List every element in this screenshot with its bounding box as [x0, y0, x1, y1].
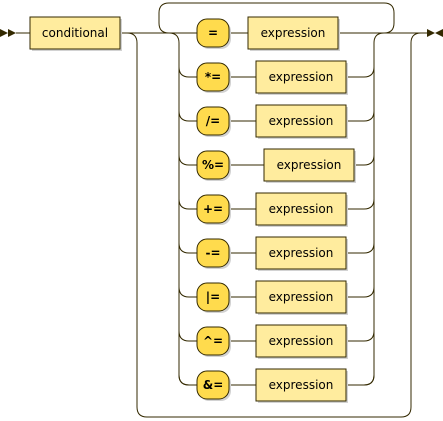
branch-split-curve	[178, 330, 190, 342]
start-arrow-2	[8, 29, 16, 37]
operator-box	[196, 238, 230, 268]
operand-box	[255, 60, 347, 94]
operand-box	[255, 192, 347, 226]
branch-join-curve	[363, 242, 375, 254]
branch-split-curve	[178, 374, 190, 386]
operator-label: |=	[206, 290, 220, 304]
branch-join-curve	[363, 154, 375, 166]
operator-label: ^=	[203, 334, 223, 348]
choice-branch-6: |= expression	[178, 280, 375, 315]
operator-box	[196, 106, 230, 136]
operand-box	[255, 324, 347, 358]
operand-label: expression	[269, 290, 334, 304]
operand-label: expression	[269, 70, 334, 84]
operator-box	[196, 194, 230, 224]
branch-join-curve	[363, 330, 375, 342]
operand-label: expression	[269, 378, 334, 392]
operator-label: +=	[203, 202, 223, 216]
operator-label: -=	[205, 246, 220, 260]
branch-join-curve	[363, 198, 375, 210]
choice-branch-5: -= expression	[178, 236, 375, 271]
operand-box	[247, 16, 339, 50]
operator-box	[196, 18, 230, 48]
choice-branch-1: *= expression	[178, 60, 375, 95]
loop-bracket	[158, 2, 395, 34]
conditional-label: conditional	[42, 26, 108, 40]
operand-label: expression	[277, 158, 342, 172]
choice-branches: = expression *= expression /= expression %= exp…	[178, 16, 375, 403]
branch-split-curve	[178, 286, 190, 298]
operator-box	[196, 326, 230, 356]
operator-label: %=	[202, 158, 224, 172]
operator-label: =	[208, 26, 218, 40]
branch-split-curve	[178, 66, 190, 78]
branch-split-curve	[178, 110, 190, 122]
choice-branch-4: += expression	[178, 192, 375, 227]
choice-branch-0: = expression	[189, 16, 364, 51]
operand-label: expression	[269, 334, 334, 348]
branch-split-curve	[178, 242, 190, 254]
operand-box	[255, 280, 347, 314]
operand-label: expression	[261, 26, 326, 40]
end-arrow-1	[427, 29, 435, 37]
branch-join-curve	[363, 110, 375, 122]
operator-box	[196, 62, 230, 92]
operand-box	[263, 148, 355, 182]
branch-join-curve	[363, 286, 375, 298]
start-arrow-1	[0, 29, 8, 37]
operand-box	[255, 104, 347, 138]
operator-box	[196, 282, 230, 312]
operator-label: *=	[205, 70, 221, 84]
branch-split-curve	[178, 198, 190, 210]
end-arrow-2	[435, 29, 443, 37]
operator-box	[196, 370, 230, 400]
skip-path	[126, 32, 422, 418]
operator-label: /=	[206, 114, 220, 128]
choice-branch-7: ^= expression	[178, 324, 375, 359]
branch-split-curve	[178, 154, 190, 166]
choice-branch-2: /= expression	[178, 104, 375, 139]
choice-branch-3: %= expression	[178, 148, 375, 183]
choice-branch-8: &= expression	[178, 368, 375, 403]
branch-join-curve	[363, 66, 375, 78]
branch-join-curve	[363, 374, 375, 386]
operand-label: expression	[269, 246, 334, 260]
operand-label: expression	[269, 114, 334, 128]
operand-box	[255, 368, 347, 402]
operator-label: &=	[203, 378, 224, 392]
conditional-box	[29, 16, 121, 50]
operator-box	[196, 150, 230, 180]
operand-label: expression	[269, 202, 334, 216]
operand-box	[255, 236, 347, 270]
